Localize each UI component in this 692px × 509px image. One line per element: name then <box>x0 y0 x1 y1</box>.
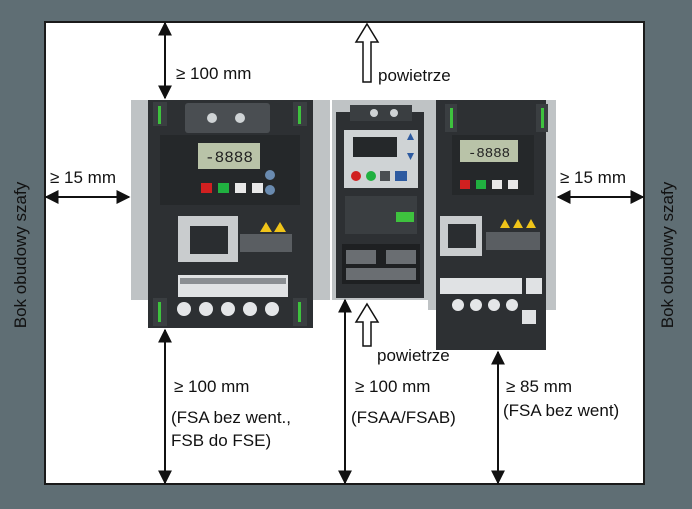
dim-bottom-mid-label: ≥ 100 mm <box>355 377 431 396</box>
cabinet-side-label-right: Bok obudowy szafy <box>658 181 677 329</box>
airflow-up-arrow-top <box>354 22 380 83</box>
dim-bottom-left-label: ≥ 100 mm <box>174 377 250 396</box>
svg-text:-8888: -8888 <box>205 149 253 167</box>
airflow-up-arrow-bottom <box>354 302 380 347</box>
airflow-top-label: powietrze <box>378 66 451 85</box>
dim-bottom-left-note-1: (FSA bez went., <box>171 408 291 427</box>
airflow-bottom-label: powietrze <box>377 346 450 365</box>
dim-bottom-right-label: ≥ 85 mm <box>506 377 573 396</box>
dim-right-label: ≥ 15 mm <box>560 168 627 187</box>
drive-middle <box>332 100 428 300</box>
svg-text:-8888: -8888 <box>468 146 510 162</box>
cabinet-side-label-left: Bok obudowy szafy <box>11 181 30 329</box>
dim-left-label: ≥ 15 mm <box>50 168 117 187</box>
drive-left: -8888 <box>131 100 330 328</box>
dim-bottom-mid-note: (FSAA/FSAB) <box>351 408 456 427</box>
drive-right: -8888 <box>428 100 556 350</box>
dim-bottom-right-note: (FSA bez went) <box>503 401 620 420</box>
dim-top-label: ≥ 100 mm <box>176 64 252 83</box>
dim-bottom-left-note-2: FSB do FSE) <box>171 431 272 450</box>
